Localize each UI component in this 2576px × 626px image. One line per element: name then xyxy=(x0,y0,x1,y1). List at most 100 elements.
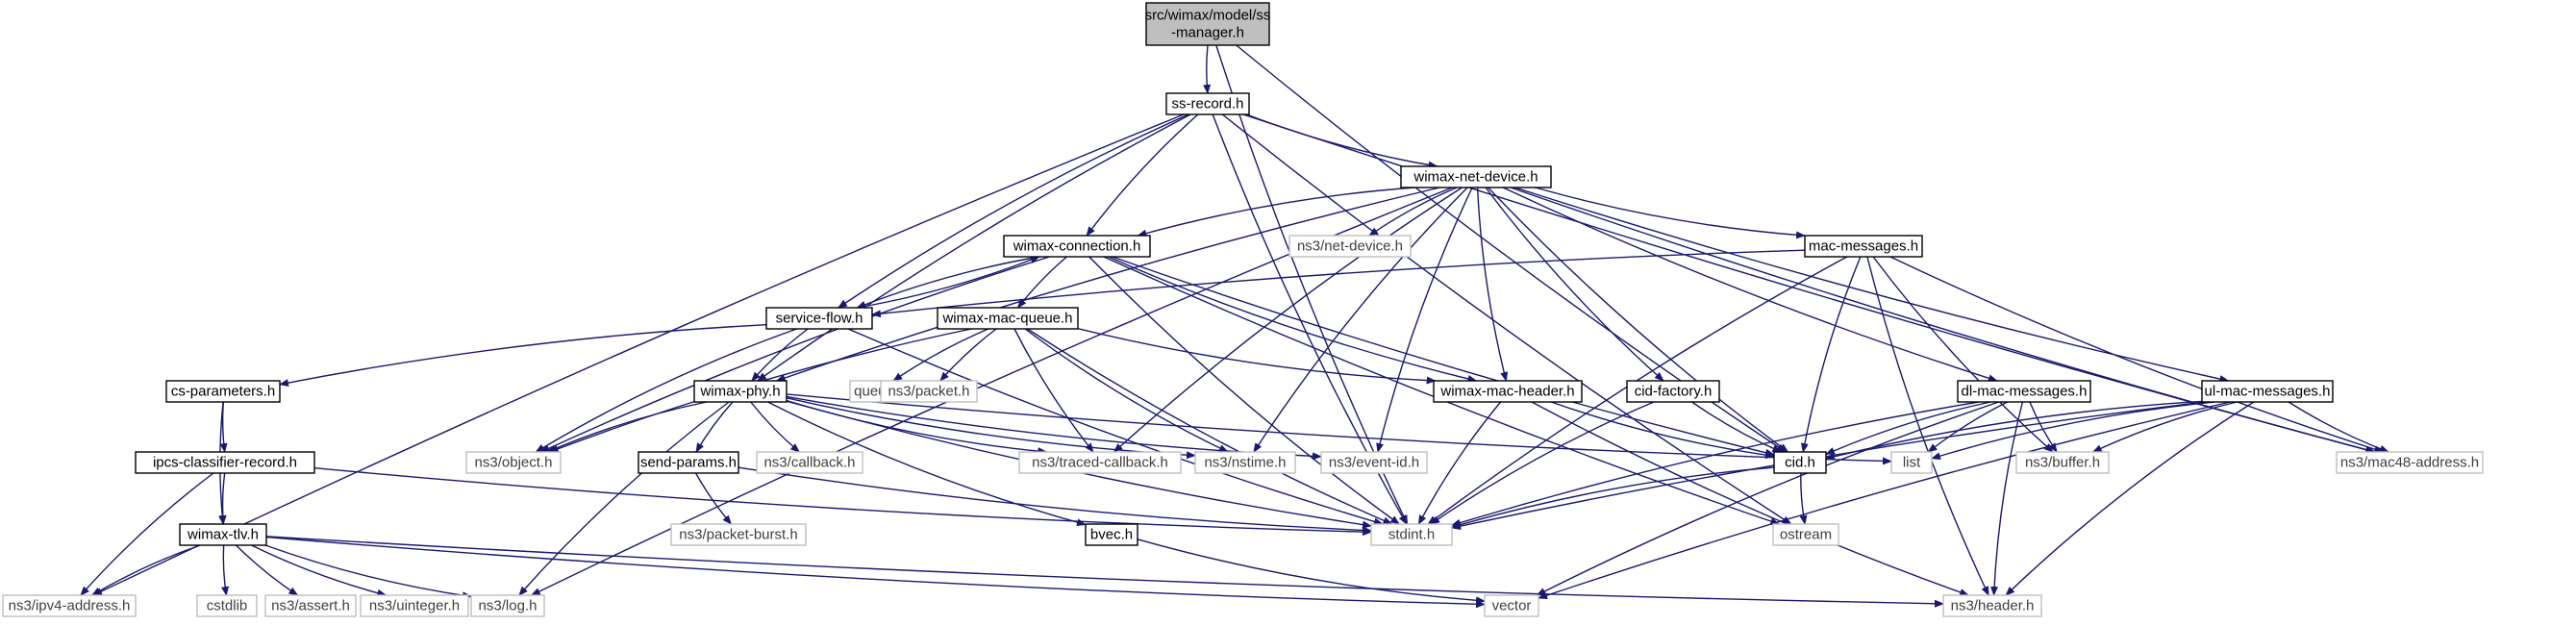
edge-wimax-phy-to-list xyxy=(786,393,1892,465)
edges-layer xyxy=(80,44,2389,609)
edge-ipcs-classifier-record-to-ipv4-address xyxy=(80,472,214,596)
edge-ss-record-to-ipv4-address xyxy=(92,113,1185,596)
node-box-wimax-phy xyxy=(693,380,788,403)
node-wimax-net-device[interactable]: wimax-net-device.h xyxy=(1400,165,1552,188)
node-packet-burst: ns3/packet-burst.h xyxy=(670,523,807,546)
node-label-wimax-connection: wimax-connection.h xyxy=(1013,238,1141,255)
node-bvec[interactable]: bvec.h xyxy=(1085,523,1138,546)
edge-wimax-tlv-to-uinteger xyxy=(251,544,388,597)
node-label-event-id: ns3/event-id.h xyxy=(1329,455,1419,471)
node-box-mac48-address xyxy=(2336,451,2484,474)
node-label-mac-messages: mac-messages.h xyxy=(1809,238,1918,255)
node-ss-manager[interactable]: src/wimax/model/ss-manager.h xyxy=(1145,2,1271,46)
edge-bvec-to-vector xyxy=(1137,538,1486,605)
node-cid[interactable]: cid.h xyxy=(1773,451,1827,474)
node-vector: vector xyxy=(1484,594,1539,617)
edge-dl-mac-messages-to-cid xyxy=(1825,401,1991,456)
node-box-vector xyxy=(1484,594,1539,617)
node-dl-mac-messages[interactable]: dl-mac-messages.h xyxy=(1957,380,2091,403)
node-ostream: ostream xyxy=(1772,523,1839,546)
edge-wimax-mac-queue-to-stdint xyxy=(1027,328,1393,525)
node-box-ipcs-classifier-record xyxy=(135,451,315,474)
edge-ss-manager-to-ss-record xyxy=(1203,44,1212,94)
node-label-wimax-mac-queue: wimax-mac-queue.h xyxy=(941,311,1072,327)
node-label-wimax-net-device: wimax-net-device.h xyxy=(1413,169,1538,186)
edge-wimax-net-device-to-mac-messages xyxy=(1535,187,1806,239)
edge-wimax-mac-queue-to-packet xyxy=(939,328,997,382)
node-label-ipv4-address: ns3/ipv4-address.h xyxy=(9,598,131,614)
node-ss-record[interactable]: ss-record.h xyxy=(1165,92,1250,115)
node-label-bvec: bvec.h xyxy=(1090,527,1133,543)
node-send-params[interactable]: send-params.h xyxy=(638,451,739,474)
node-wimax-connection[interactable]: wimax-connection.h xyxy=(1003,235,1151,258)
node-mac-messages[interactable]: mac-messages.h xyxy=(1804,235,1923,258)
node-box-stdint xyxy=(1370,523,1453,546)
edge-ss-record-to-wimax-phy xyxy=(757,113,1191,382)
edge-dl-mac-messages-to-header xyxy=(1990,401,2024,596)
node-box-ss-manager xyxy=(1145,2,1270,46)
edge-cid-factory-to-cid xyxy=(1691,401,1783,453)
node-label-packet-burst: ns3/packet-burst.h xyxy=(679,527,797,543)
node-ipcs-classifier-record[interactable]: ipcs-classifier-record.h xyxy=(135,451,315,474)
node-cid-factory[interactable]: cid-factory.h xyxy=(1626,380,1720,403)
edge-wimax-net-device-to-event-id xyxy=(1376,187,1473,453)
node-label-buffer: ns3/buffer.h xyxy=(2025,455,2100,471)
node-service-flow[interactable]: service-flow.h xyxy=(765,307,873,330)
edge-ul-mac-messages-to-cid xyxy=(1825,400,2203,461)
node-label-service-flow: service-flow.h xyxy=(776,311,863,327)
node-header: ns3/header.h xyxy=(1942,594,2042,617)
node-label-net-device: ns3/net-device.h xyxy=(1297,238,1403,255)
edge-wimax-tlv-to-cstdlib xyxy=(221,544,229,596)
node-label-cid: cid.h xyxy=(1785,455,1815,471)
edge-ss-record-to-wimax-connection xyxy=(1086,113,1199,237)
edge-wimax-connection-to-service-flow xyxy=(856,256,1039,309)
node-box-wimax-net-device xyxy=(1400,165,1552,188)
edge-service-flow-to-cs-parameters xyxy=(279,324,767,388)
node-box-net-device xyxy=(1288,235,1412,258)
node-net-device: ns3/net-device.h xyxy=(1288,235,1412,258)
node-list: list xyxy=(1890,451,1933,474)
node-label-mac48-address: ns3/mac48-address.h xyxy=(2340,455,2479,471)
node-box-mac-messages xyxy=(1804,235,1923,258)
edge-wimax-connection-to-object xyxy=(539,256,1050,453)
edge-ipcs-classifier-record-to-wimax-tlv xyxy=(218,472,227,525)
node-label-stdint: stdint.h xyxy=(1388,527,1435,543)
edge-wimax-mac-header-to-header xyxy=(1531,401,1970,596)
edge-wimax-net-device-to-nstime xyxy=(1253,187,1468,453)
edge-wimax-net-device-to-wimax-phy xyxy=(775,187,1440,382)
node-mac48-address: ns3/mac48-address.h xyxy=(2336,451,2484,474)
node-box-cid-factory xyxy=(1626,380,1720,403)
node-box-nstime xyxy=(1194,451,1296,474)
edge-wimax-net-device-to-cid xyxy=(1487,187,1789,453)
node-wimax-tlv[interactable]: wimax-tlv.h xyxy=(179,523,267,546)
node-log: ns3/log.h xyxy=(470,594,545,617)
edge-wimax-phy-to-callback xyxy=(750,401,801,453)
edge-wimax-mac-header-to-cid xyxy=(1550,401,1775,460)
edge-cid-factory-to-stdint xyxy=(1430,401,1655,525)
edge-mac-messages-to-header xyxy=(1866,256,1989,596)
edge-wimax-net-device-to-traced-callback xyxy=(1113,187,1463,453)
edge-wimax-net-device-to-wimax-mac-header xyxy=(1476,187,1509,382)
edge-service-flow-to-stdint xyxy=(847,328,1384,526)
node-box-buffer xyxy=(2015,451,2110,474)
edge-wimax-tlv-to-header xyxy=(265,536,1944,608)
node-label-wimax-phy: wimax-phy.h xyxy=(699,384,780,400)
node-wimax-mac-header[interactable]: wimax-mac-header.h xyxy=(1433,380,1583,403)
node-box-service-flow xyxy=(765,307,873,330)
node-buffer: ns3/buffer.h xyxy=(2015,451,2110,474)
node-assert: ns3/assert.h xyxy=(264,594,357,617)
node-box-list xyxy=(1890,451,1933,474)
node-box-uinteger xyxy=(360,594,469,617)
node-wimax-phy[interactable]: wimax-phy.h xyxy=(693,380,788,403)
edge-ul-mac-messages-to-header xyxy=(2005,401,2255,596)
node-label-vector: vector xyxy=(1492,598,1532,614)
edge-ss-record-to-ostream xyxy=(1221,113,1792,525)
edge-mac-messages-to-cid xyxy=(1800,256,1862,453)
node-box-cstdlib xyxy=(196,594,258,617)
node-ul-mac-messages[interactable]: ul-mac-messages.h xyxy=(2201,380,2334,403)
node-wimax-mac-queue[interactable]: wimax-mac-queue.h xyxy=(937,307,1079,330)
edge-wimax-mac-queue-to-wimax-mac-header xyxy=(1077,328,1437,385)
node-cs-parameters[interactable]: cs-parameters.h xyxy=(165,380,281,403)
edge-wimax-connection-to-cid xyxy=(1112,256,1775,457)
